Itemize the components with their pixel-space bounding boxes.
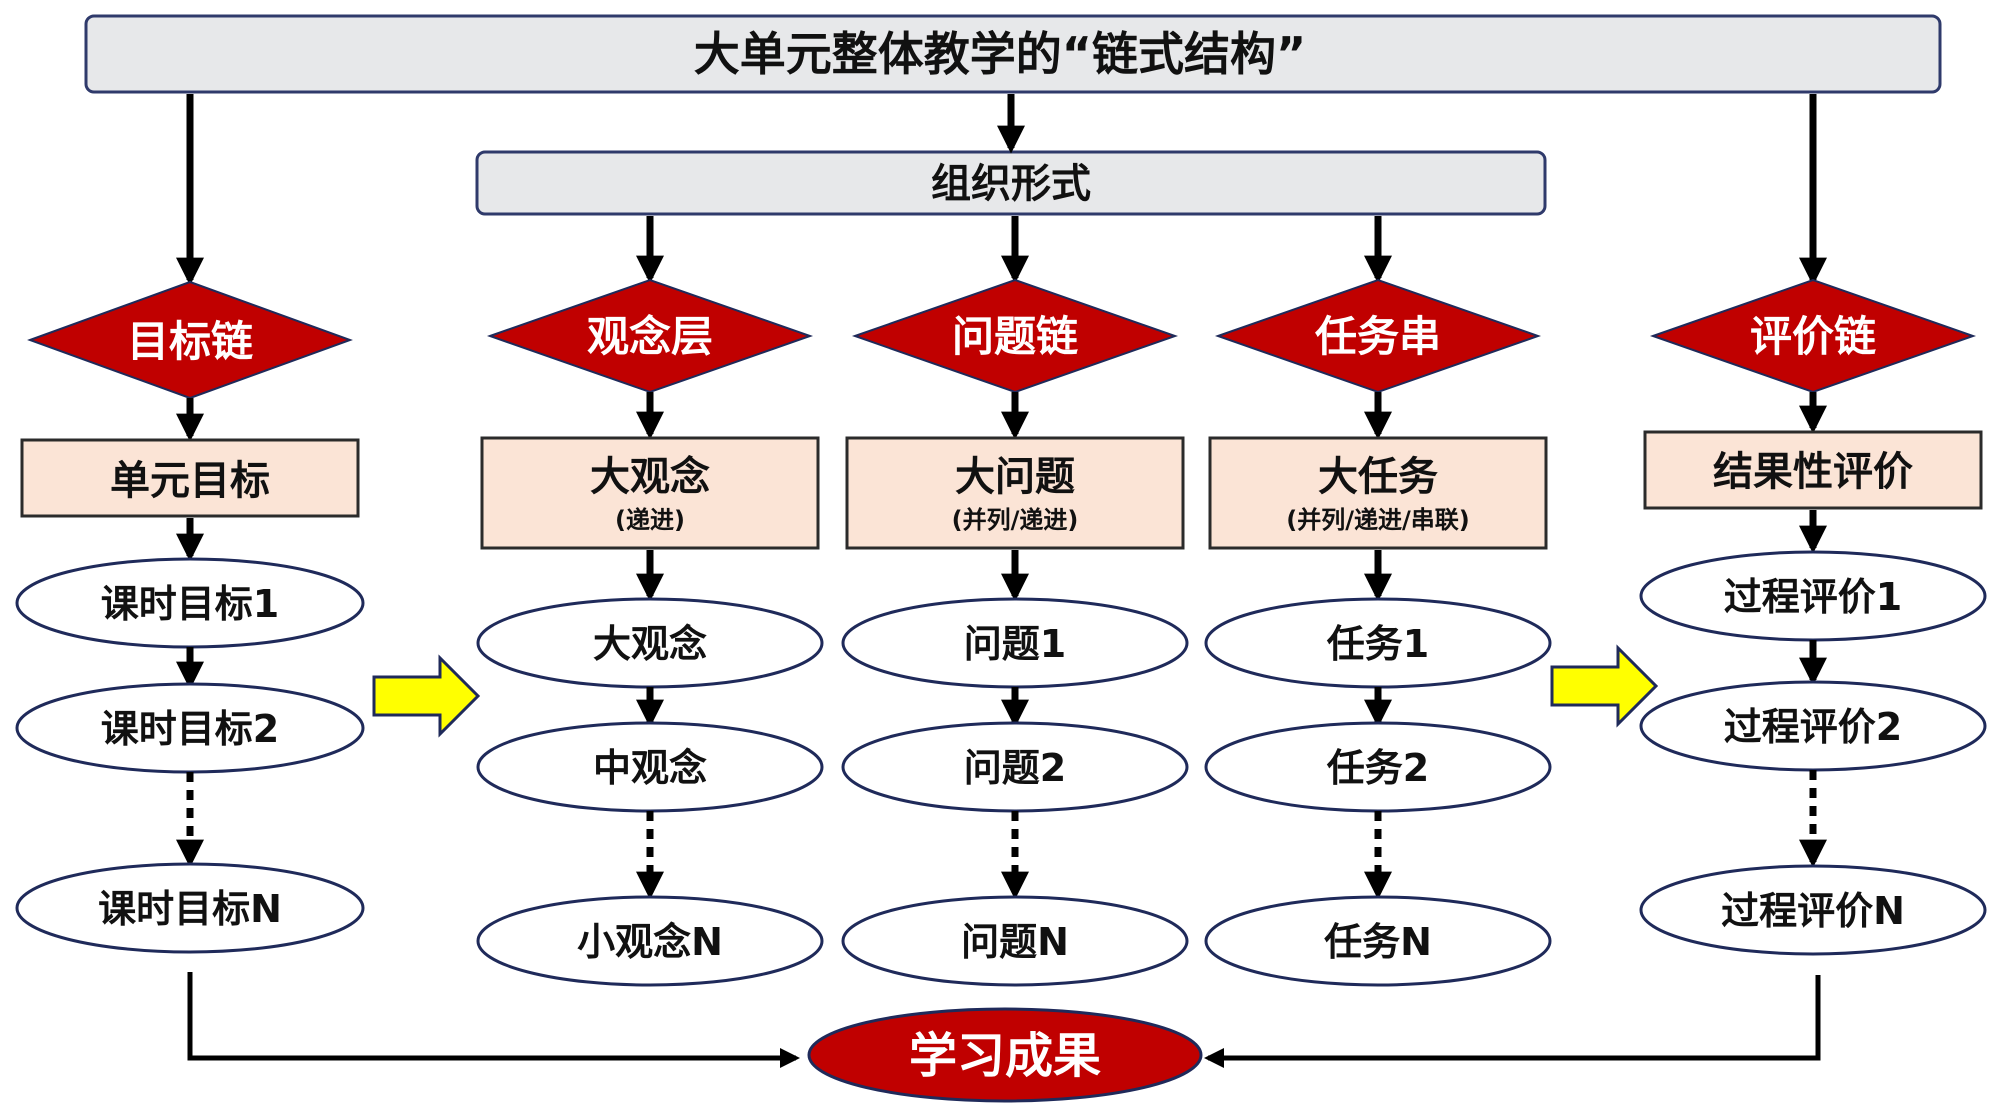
concept-layer-diamond [486,278,814,394]
big-task-box-sub: (并列/递进/串联) [1286,506,1469,534]
question-item-2-text: 问题2 [964,746,1066,790]
organization-text: 组织形式 [931,161,1091,207]
learning-outcome-oval [807,1007,1203,1103]
unit-goal-box [20,438,360,518]
task-item-2-text: 任务2 [1327,746,1429,790]
big-concept-box [480,436,820,550]
big-concept-box-sub: (递进) [615,506,685,534]
eval-item-n-text: 过程评价N [1721,889,1905,933]
question-chain-column: 问题链 大问题 (并列/递进) 问题1 问题2 问题N [841,278,1189,987]
concept-item-1-text: 大观念 [593,622,707,666]
question-chain-header: 问题链 [952,312,1078,361]
question-item-1-text: 问题1 [964,622,1066,666]
goal-chain-column: 目标链 单元目标 课时目标1 课时目标2 课时目标N [15,280,365,954]
big-question-box-text: 大问题 [955,454,1075,500]
evaluation-chain-diamond [1649,278,1977,394]
eval-item-1-text: 过程评价1 [1724,575,1902,619]
concept-item-2-text: 中观念 [593,746,707,790]
task-item-1-text: 任务1 [1327,622,1429,666]
yellow-arrow-right [1550,644,1659,728]
title-text: 大单元整体教学的“链式结构” [694,27,1306,81]
task-string-column: 任务串 大任务 (并列/递进/串联) 任务1 任务2 任务N [1204,278,1552,987]
eval-item-2-text: 过程评价2 [1724,705,1902,749]
goal-item-1-text: 课时目标1 [101,582,279,626]
big-question-box [845,436,1185,550]
task-string-header: 任务串 [1315,312,1441,361]
task-item-n-text: 任务N [1324,920,1432,964]
concept-layer-header: 观念层 [587,312,713,361]
unit-goal-text: 单元目标 [110,458,270,504]
summative-eval-text: 结果性评价 [1713,449,1913,495]
big-question-box-sub: (并列/递进) [952,506,1079,534]
evaluation-chain-header: 评价链 [1750,312,1876,361]
title-box [84,14,1942,94]
big-task-box-text: 大任务 [1318,454,1438,500]
summative-eval-box [1643,430,1983,510]
learning-outcome-text: 学习成果 [909,1028,1101,1084]
connector-eval-to-outcome [1204,975,1821,1068]
eval-item-n [1639,864,1987,956]
task-item-n [1204,895,1552,987]
task-string-diamond [1214,278,1542,394]
question-item-n [841,895,1189,987]
goal-item-2-text: 课时目标2 [101,707,279,751]
goal-chain-diamond [27,280,353,400]
concept-item-n-text: 小观念N [577,920,723,964]
big-task-box [1208,436,1548,550]
evaluation-chain-column: 评价链 结果性评价 过程评价1 过程评价2 过程评价N [1639,278,1987,956]
question-item-n-text: 问题N [961,920,1069,964]
question-chain-diamond [851,278,1179,394]
big-concept-box-text: 大观念 [590,454,710,500]
yellow-arrow-left [372,654,481,738]
concept-item-n [476,895,824,987]
goal-item-n [15,862,365,954]
connector-goal-to-outcome [187,972,800,1068]
concept-layer-column: 观念层 大观念 (递进) 大观念 中观念 小观念N [476,278,824,987]
goal-chain-header: 目标链 [127,317,253,366]
goal-item-n-text: 课时目标N [98,887,282,931]
